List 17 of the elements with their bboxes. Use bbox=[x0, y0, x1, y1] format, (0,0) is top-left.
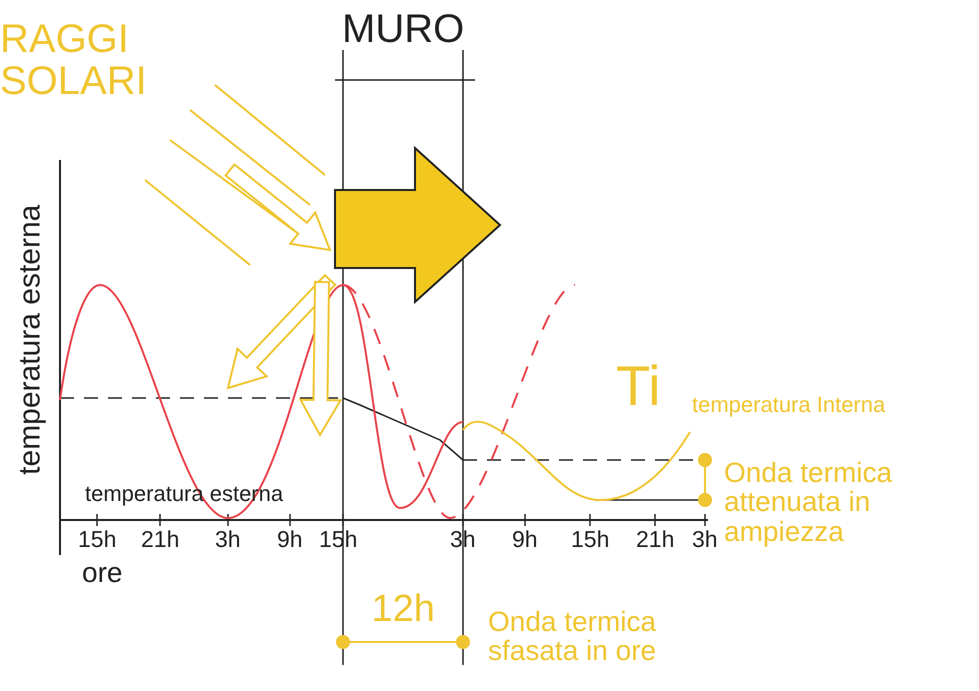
tick-label: 9h bbox=[277, 527, 303, 552]
tick-label: 9h bbox=[512, 527, 538, 552]
tick-label: 21h bbox=[636, 527, 674, 552]
annotation-text: Onda termica sfasata in ore bbox=[488, 607, 658, 666]
heading-label: MURO bbox=[342, 8, 464, 50]
symbol-label: Ti bbox=[616, 357, 661, 416]
tick-label: 21h bbox=[141, 527, 180, 552]
dimension-label: 12h bbox=[372, 590, 435, 630]
tick-label: 3h bbox=[692, 527, 718, 552]
axis-title: temperatura esterna bbox=[14, 204, 46, 475]
tick-label: 15h bbox=[571, 527, 610, 552]
curve-label: temperatura Interna bbox=[692, 393, 886, 416]
annotation-text: Onda termica attenuata in ampiezza bbox=[724, 458, 894, 546]
tick-label: 3h bbox=[215, 527, 241, 552]
heading-label: RAGGI SOLARI bbox=[0, 18, 148, 102]
axis-title: ore bbox=[82, 558, 122, 588]
tick-label: 15h bbox=[78, 527, 116, 552]
